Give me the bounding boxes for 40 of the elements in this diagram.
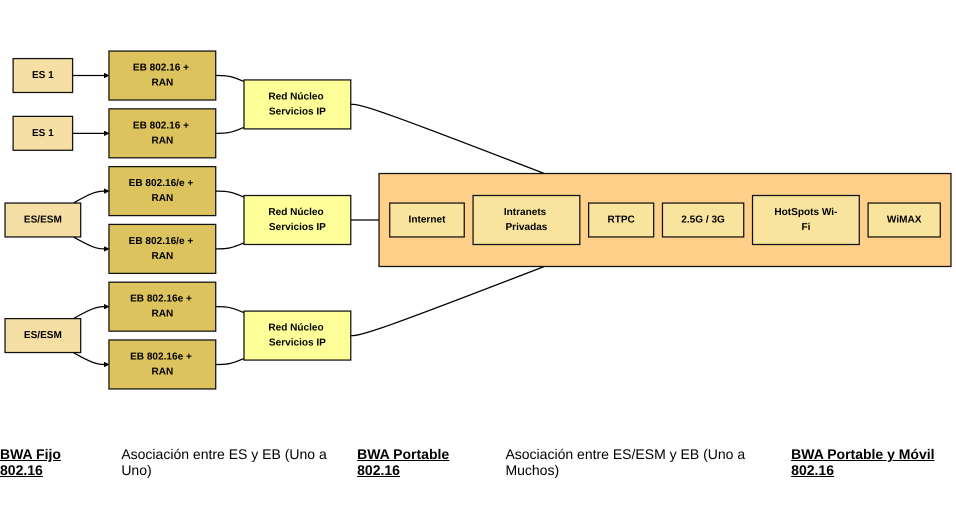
section-heading: BWA Portable 802.16 <box>357 446 450 478</box>
caption-text: Asociación entre ES y EB (Uno a Uno) <box>121 446 328 478</box>
connector <box>350 266 545 336</box>
arrow <box>72 72 110 78</box>
connector <box>216 190 244 198</box>
arrow <box>73 236 110 252</box>
node-box: EB 802.16 + RAN <box>108 108 216 158</box>
node-box: EB 802.16 + RAN <box>108 50 216 101</box>
node-box: RTPC <box>588 202 654 238</box>
connector <box>216 242 244 250</box>
section-heading: BWA Fijo 802.16 <box>0 446 62 478</box>
arrow <box>72 130 110 136</box>
node-box: Red Núcleo Servicios IP <box>243 194 352 246</box>
connector <box>350 219 380 221</box>
connector <box>216 358 244 366</box>
node-box: Intranets Privadas <box>472 194 580 246</box>
node-box: 2.5G / 3G <box>662 202 744 238</box>
node-box: Red Núcleo Servicios IP <box>243 310 352 361</box>
connector <box>216 74 244 82</box>
node-box: EB 802.16e + RAN <box>108 339 216 390</box>
node-box: ES/ESM <box>4 202 82 238</box>
node-box: Internet <box>389 202 465 238</box>
node-box: EB 802.16/e + RAN <box>108 166 216 216</box>
node-box: Red Núcleo Servicios IP <box>243 79 352 130</box>
node-box: ES 1 <box>12 116 74 151</box>
connector <box>216 126 244 134</box>
node-box: WiMAX <box>867 202 941 238</box>
connector <box>216 306 244 314</box>
arrow <box>73 304 110 320</box>
node-box: EB 802.16/e + RAN <box>108 224 216 274</box>
arrow <box>73 188 110 204</box>
connector <box>350 104 545 174</box>
node-box: ES 1 <box>12 58 74 94</box>
cluster <box>378 172 952 268</box>
node-box: HotSpots Wi-Fi <box>752 194 860 246</box>
section-heading: BWA Portable y Móvil 802.16 <box>791 446 936 478</box>
node-box: EB 802.16e + RAN <box>108 282 216 332</box>
node-box: ES/ESM <box>4 318 82 354</box>
arrow <box>73 352 110 368</box>
caption-text: Asociación entre ES/ESM y EB (Uno a Muchos) <box>505 446 746 478</box>
